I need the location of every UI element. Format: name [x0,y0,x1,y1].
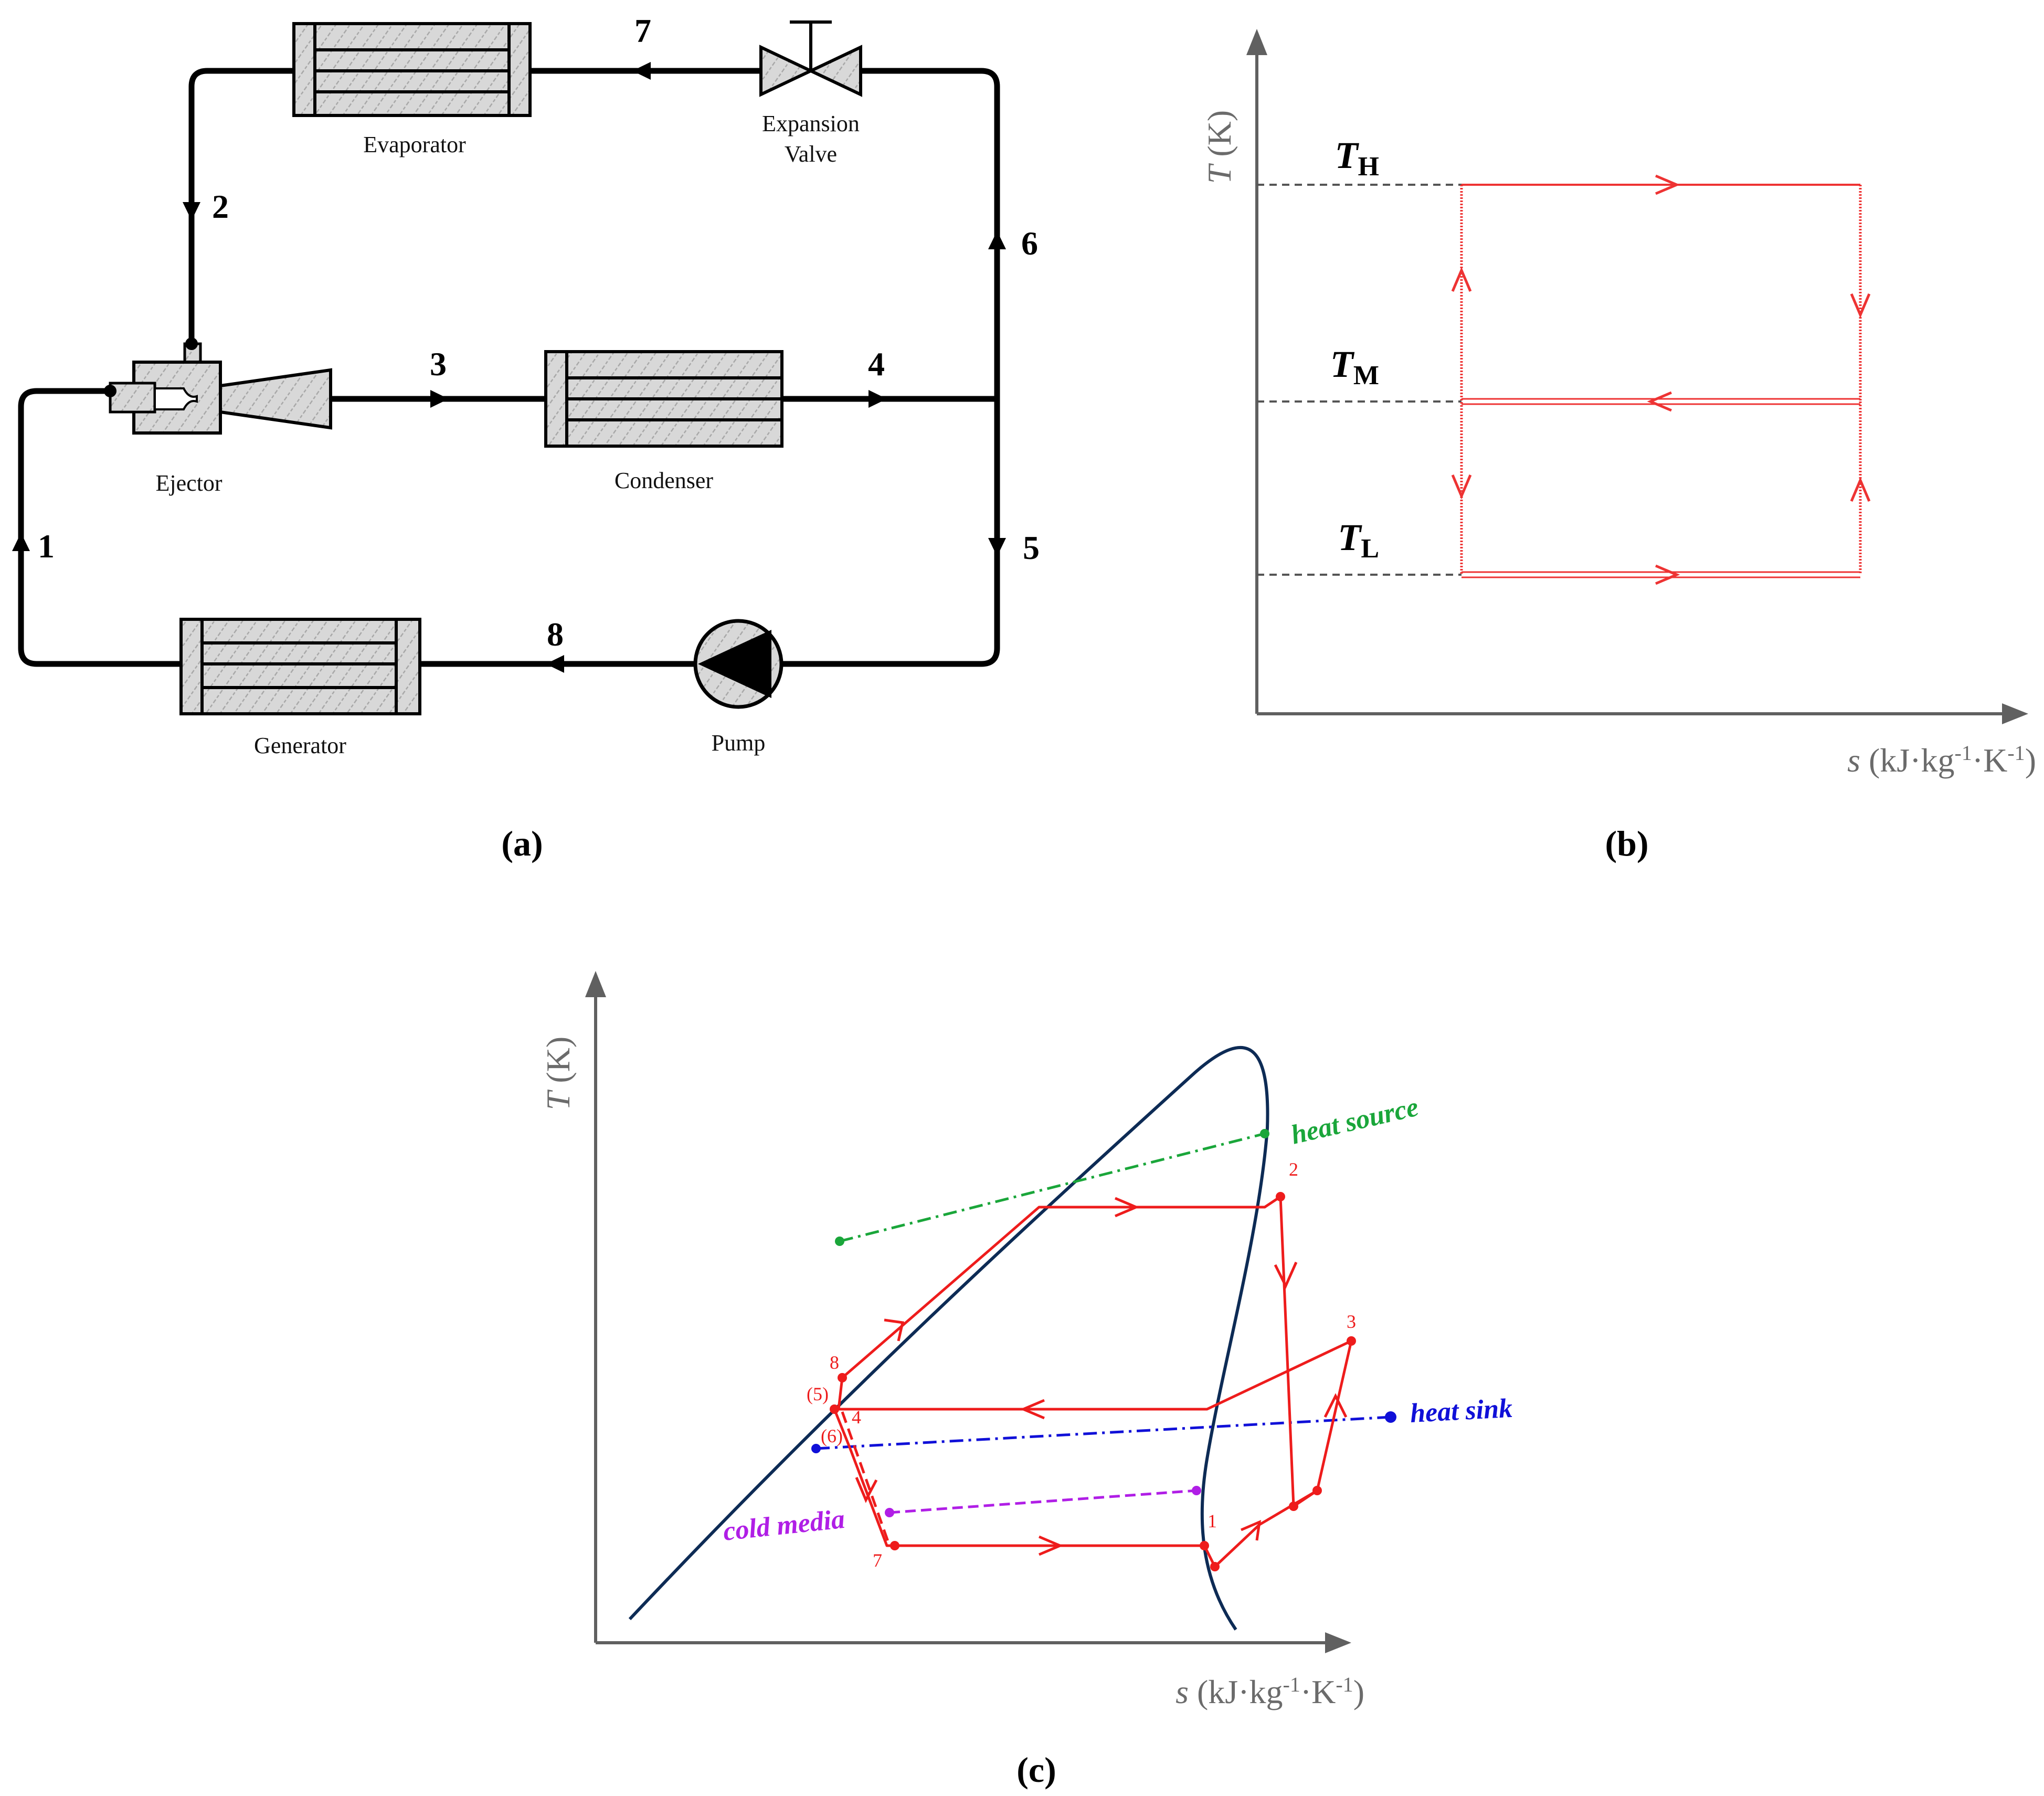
point-5-label: (5) [807,1383,829,1404]
arrow-8 [546,655,564,673]
point-2-label: 2 [1289,1159,1298,1180]
expansion-valve-label-2: Valve [785,141,837,167]
state-6: 6 [1021,225,1038,262]
saturation-dome [628,1045,1269,1631]
generator [179,618,421,715]
pump-icon [693,619,783,709]
panel-b-label: (b) [1605,823,1648,863]
panel-a-label: (a) [501,823,543,863]
point-3-label: 3 [1347,1311,1356,1332]
arrow-4 [869,390,887,408]
x-axis-label-c: s (kJ·kg-1·K-1) [1175,1673,1364,1711]
level-guides [1257,184,1461,576]
y-axis-label-c: T (K) [539,1037,577,1110]
arrow-6 [988,231,1006,249]
heat-source-label: heat source [1288,1092,1421,1150]
ejector-icon [104,337,332,435]
expansion-valve-icon [759,20,862,97]
axes [585,971,1351,1653]
cold-media-line [885,1486,1201,1517]
point-1-label: 1 [1208,1510,1217,1531]
condenser-label: Condenser [615,468,714,493]
panel-c-label: (c) [1016,1750,1056,1790]
level-th-label: TH [1335,134,1379,182]
panel-a-schematic: Evaporator Expansion Valve Ejector [12,12,1040,863]
heat-source-line [835,1129,1269,1246]
y-axis-label-b: T (K) [1201,110,1238,184]
arrow-7 [632,62,651,80]
point-7-label: 7 [873,1550,882,1571]
arrow-1 [12,533,30,551]
state-points [830,1192,1356,1571]
evaporator [292,22,532,117]
point-8-label: 8 [830,1352,839,1373]
evaporator-label: Evaporator [363,132,466,157]
arrow-5 [988,538,1006,556]
arrow-2 [183,202,200,220]
heat-sink-line [811,1411,1396,1453]
point-6-label: (6) [821,1425,843,1446]
state-1: 1 [38,527,55,565]
heat-sink-label: heat sink [1410,1393,1513,1429]
condenser [544,350,783,448]
cold-media-label: cold media [722,1504,846,1547]
ideal-cycle-arrows [1451,174,1871,585]
level-tl-label: TL [1338,516,1379,564]
pump-label: Pump [712,730,766,756]
flow-arrows [12,62,1006,673]
generator-label: Generator [254,733,346,758]
state-7: 7 [634,12,651,49]
arrow-3 [430,390,449,408]
point-4-label: 4 [852,1407,861,1428]
state-3: 3 [430,345,447,383]
panel-c-ts-real: T (K) s (kJ·kg-1·K-1) heat source heat s… [539,971,1513,1790]
cycle-arrows [855,1197,1348,1556]
ejector-label: Ejector [155,470,222,496]
state-2: 2 [212,188,229,225]
level-tm-label: TM [1330,343,1379,390]
expansion-valve-label-1: Expansion [762,111,860,136]
state-4: 4 [868,345,885,383]
state-5: 5 [1023,529,1040,566]
ideal-cycles [1460,184,1862,578]
panel-b-ts-ideal: T (K) s (kJ·kg-1·K-1) TH TM TL [1201,29,2036,863]
state-8: 8 [547,616,564,653]
x-axis-label-b: s (kJ·kg-1·K-1) [1847,741,2036,779]
axes [1246,29,2028,724]
